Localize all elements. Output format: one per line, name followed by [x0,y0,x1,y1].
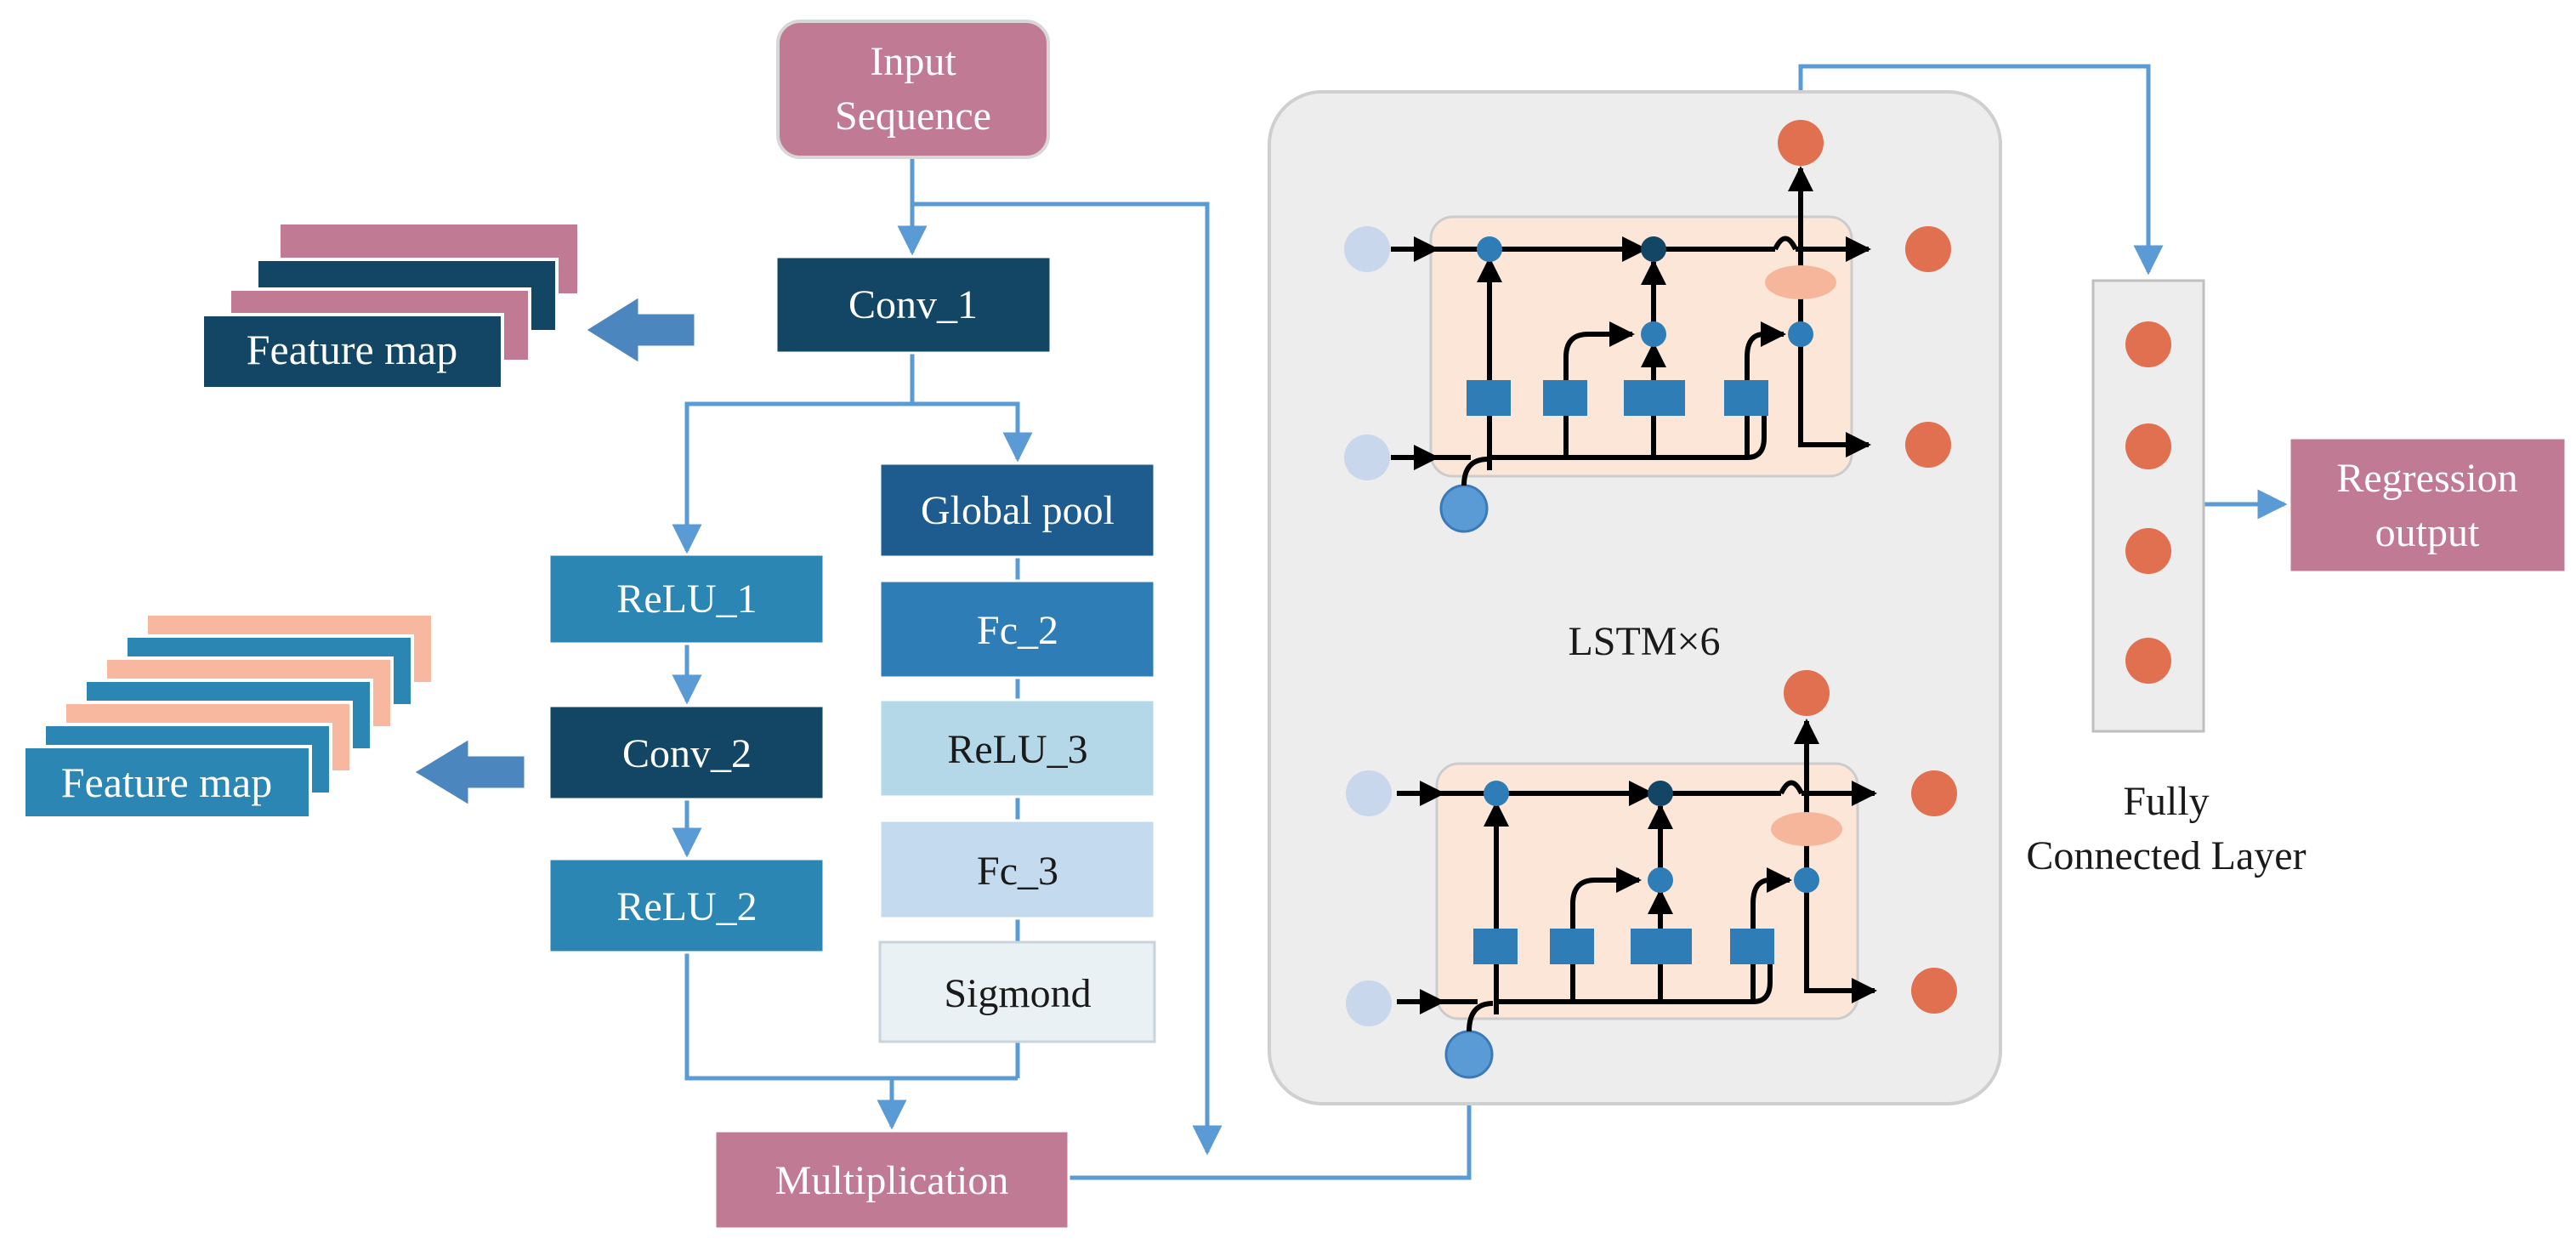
left-arrow-icon [582,293,697,366]
pointwise-op [1648,867,1673,893]
fc-neuron [2125,321,2171,367]
pointwise-op [1788,321,1813,347]
regression-output-node: Regression output [2288,436,2567,574]
gate-square [1624,380,1685,416]
gate-square [1543,380,1587,416]
pointwise-op [1641,321,1666,347]
left-arrow-icon [411,736,527,809]
feature-map-bottom-front [22,745,312,820]
conv1-node: Conv_1 [775,255,1053,355]
conv2-node: Conv_2 [548,704,826,801]
input-node [1344,435,1390,480]
output-node [1911,770,1957,816]
conv1-label: Conv_1 [848,282,978,327]
output-node [1905,422,1951,468]
gate-square [1730,929,1774,964]
tanh-op [1765,265,1836,299]
fc-neuron [2125,638,2171,684]
lstm-cell-bottom [1346,670,1957,1079]
input-sequence-label-1: Input [870,39,956,84]
feature-map-top-label: Feature map [247,326,458,373]
fully-connected-layer: Fully Connected Layer [2026,279,2306,878]
relu1-label: ReLU_1 [616,577,757,622]
gate-square [1724,380,1768,416]
fc2-label: Fc_2 [977,608,1058,653]
pointwise-op [1477,236,1502,262]
gate-square [1473,929,1518,964]
input-node [1439,484,1489,533]
input-node [1344,226,1390,272]
lstm-label: LSTM×6 [1568,619,1720,664]
gate-square [1631,929,1692,964]
output-node [1784,670,1830,716]
pointwise-op [1484,781,1509,806]
sigmoid-label: Sigmond [944,971,1091,1016]
fc2-node: Fc_2 [878,579,1156,679]
pointwise-op [1641,236,1666,262]
fc-label-1: Fully [2123,779,2209,824]
input-node [1346,770,1392,816]
global-pool-node: Global pool [878,462,1156,559]
feature-map-top-front [201,313,504,390]
relu3-label: ReLU_3 [947,727,1087,772]
regression-label-2: output [2375,510,2480,555]
output-node [1911,968,1957,1014]
fc-label-2: Connected Layer [2026,833,2306,878]
input-node [1444,1030,1494,1079]
relu1-node: ReLU_1 [548,553,826,645]
regression-label-1: Regression [2336,456,2517,501]
output-node [1905,226,1951,272]
multiplication-node: Multiplication [713,1129,1070,1230]
relu2-label: ReLU_2 [616,884,757,929]
global-pool-label: Global pool [921,488,1115,533]
feature-map-bottom-label: Feature map [61,759,273,806]
tanh-op [1771,812,1842,846]
pointwise-op [1648,781,1673,806]
output-node [1778,120,1824,166]
multiplication-label: Multiplication [775,1158,1009,1203]
relu3-node: ReLU_3 [878,698,1156,798]
pointwise-op [1794,867,1819,893]
relu2-node: ReLU_2 [548,857,826,954]
fc3-node: Fc_3 [878,819,1156,920]
fc3-label: Fc_3 [977,849,1058,894]
input-node [1346,980,1392,1026]
sigmoid-node: Sigmond [878,940,1156,1043]
gate-square [1550,929,1594,964]
conv2-label: Conv_2 [622,731,752,776]
gate-square [1467,380,1511,416]
fc-neuron [2125,528,2171,574]
input-sequence-label-2: Sequence [835,94,991,139]
feature-map-stack-top: Feature map [201,221,581,390]
lstm-cell-top [1344,120,1951,533]
feature-map-stack-bottom: Feature map [22,612,434,820]
input-sequence-node: Input Sequence [776,20,1050,159]
fc-neuron [2125,423,2171,469]
